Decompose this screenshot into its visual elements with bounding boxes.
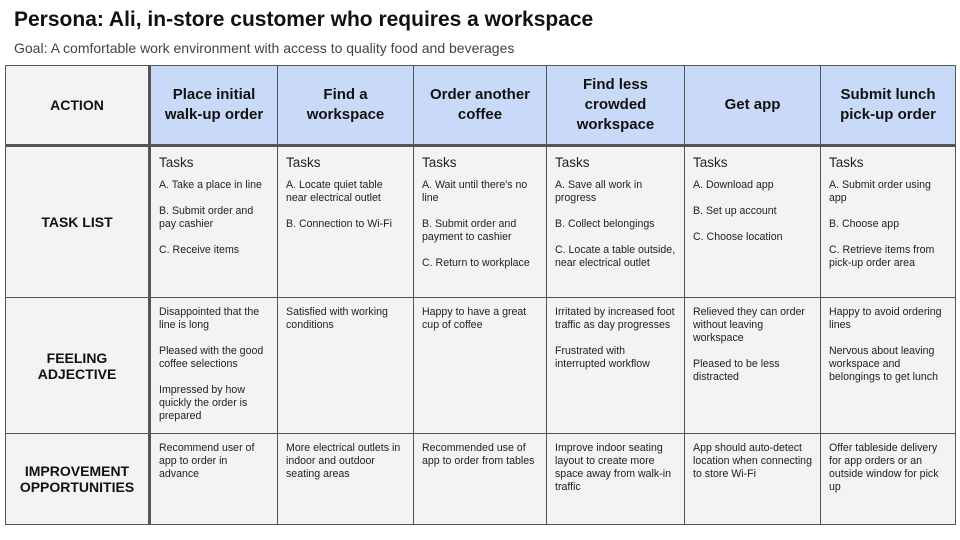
feeling-cell: Happy to avoid ordering lines Nervous ab… xyxy=(820,297,956,434)
task-item: B. Submit order and payment to cashier xyxy=(422,218,517,243)
improvement-text: More electrical outlets in indoor and ou… xyxy=(286,442,401,480)
page-title: Persona: Ali, in-store customer who requ… xyxy=(14,8,594,31)
task-item: C. Retrieve items from pick-up order are… xyxy=(829,244,935,269)
feeling-item: Impressed by how quickly the order is pr… xyxy=(159,384,248,422)
improvement-text: Recommended use of app to order from tab… xyxy=(422,442,535,467)
row-label-task-list: TASK LIST xyxy=(5,145,151,298)
improvement-text: Recommend user of app to order in advanc… xyxy=(159,442,255,480)
action-cell: Find a workspace xyxy=(277,65,414,147)
feeling-item: Nervous about leaving workspace and belo… xyxy=(829,345,938,383)
task-item: B. Choose app xyxy=(829,218,900,230)
improvement-text: App should auto-detect location when con… xyxy=(693,442,812,480)
improvement-cell: Recommend user of app to order in advanc… xyxy=(149,433,278,525)
task-item: C. Choose location xyxy=(693,231,783,243)
task-item: A. Take a place in line xyxy=(159,179,262,191)
row-label-action: ACTION xyxy=(5,65,151,147)
improvement-cell: Offer tableside delivery for app orders … xyxy=(820,433,956,525)
task-cell: Tasks A. Submit order using app B. Choos… xyxy=(820,145,956,298)
page-goal: Goal: A comfortable work environment wit… xyxy=(14,40,515,56)
task-item: B. Set up account xyxy=(693,205,777,217)
action-cell: Submit lunch pick-up order xyxy=(820,65,956,147)
task-list-row: TASK LIST Tasks A. Take a place in line … xyxy=(5,145,956,298)
task-item: B. Collect belongings xyxy=(555,218,655,230)
task-item: C. Locate a table outside, near electric… xyxy=(555,244,676,269)
task-item: B. Submit order and pay cashier xyxy=(159,205,254,230)
tasks-label: Tasks xyxy=(159,155,194,170)
tasks-label: Tasks xyxy=(829,155,864,170)
feeling-cell: Satisfied with working conditions xyxy=(277,297,414,434)
task-cell: Tasks A. Download app B. Set up account … xyxy=(684,145,821,298)
task-item: A. Download app xyxy=(693,179,774,191)
action-row: ACTION Place initial walk-up order Find … xyxy=(5,65,956,147)
improvement-text: Offer tableside delivery for app orders … xyxy=(829,442,939,493)
improvement-text: Improve indoor seating layout to create … xyxy=(555,442,671,493)
tasks-label: Tasks xyxy=(555,155,590,170)
action-cell: Find less crowded workspace xyxy=(546,65,685,147)
feeling-item: Satisfied with working conditions xyxy=(286,306,388,331)
task-cell: Tasks A. Save all work in progress B. Co… xyxy=(546,145,685,298)
tasks-label: Tasks xyxy=(286,155,321,170)
improvement-cell: Recommended use of app to order from tab… xyxy=(413,433,547,525)
task-item: A. Locate quiet table near electrical ou… xyxy=(286,179,383,204)
feeling-item: Happy to have a great cup of coffee xyxy=(422,306,527,331)
tasks-label: Tasks xyxy=(693,155,728,170)
task-item: B. Connection to Wi-Fi xyxy=(286,218,392,230)
improvement-cell: More electrical outlets in indoor and ou… xyxy=(277,433,414,525)
action-cell: Order another coffee xyxy=(413,65,547,147)
feeling-item: Pleased to be less distracted xyxy=(693,358,780,383)
improvement-cell: App should auto-detect location when con… xyxy=(684,433,821,525)
tasks-label: Tasks xyxy=(422,155,457,170)
feeling-cell: Happy to have a great cup of coffee xyxy=(413,297,547,434)
task-item: A. Save all work in progress xyxy=(555,179,643,204)
feeling-item: Irritated by increased foot traffic as d… xyxy=(555,306,675,331)
journey-map-table: ACTION Place initial walk-up order Find … xyxy=(5,65,956,525)
feeling-cell: Irritated by increased foot traffic as d… xyxy=(546,297,685,434)
action-cell: Get app xyxy=(684,65,821,147)
task-item: C. Return to workplace xyxy=(422,257,530,269)
task-item: A. Submit order using app xyxy=(829,179,931,204)
feeling-item: Pleased with the good coffee selections xyxy=(159,345,264,370)
feeling-item: Relieved they can order without leaving … xyxy=(693,306,805,344)
feeling-item: Happy to avoid ordering lines xyxy=(829,306,942,331)
task-cell: Tasks A. Wait until there's no line B. S… xyxy=(413,145,547,298)
action-cell: Place initial walk-up order xyxy=(149,65,278,147)
task-item: C. Receive items xyxy=(159,244,240,256)
feeling-cell: Relieved they can order without leaving … xyxy=(684,297,821,434)
feeling-item: Disappointed that the line is long xyxy=(159,306,260,331)
feeling-item: Frustrated with interrupted workflow xyxy=(555,345,650,370)
task-item: A. Wait until there's no line xyxy=(422,179,528,204)
task-cell: Tasks A. Take a place in line B. Submit … xyxy=(149,145,278,298)
task-cell: Tasks A. Locate quiet table near electri… xyxy=(277,145,414,298)
improvement-cell: Improve indoor seating layout to create … xyxy=(546,433,685,525)
feeling-cell: Disappointed that the line is long Pleas… xyxy=(149,297,278,434)
